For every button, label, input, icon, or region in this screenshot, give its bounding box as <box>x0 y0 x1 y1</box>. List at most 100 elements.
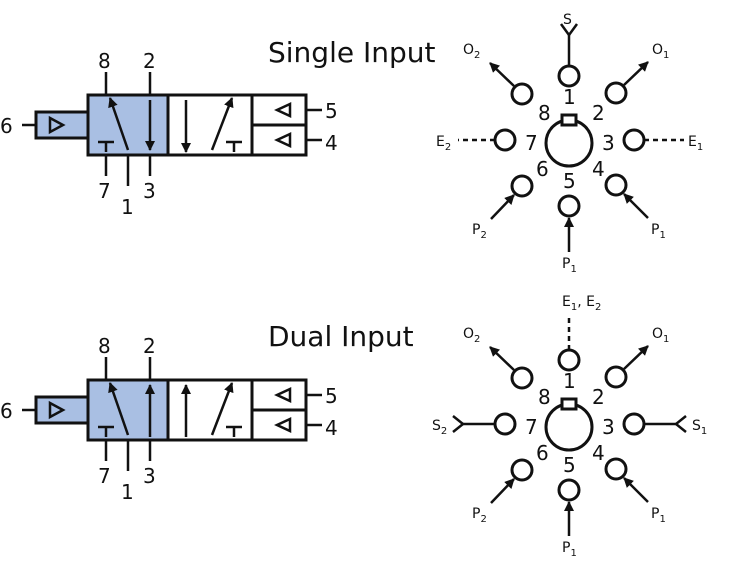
single-rotary-ports: 1 2 3 4 5 6 7 8 S O1 O2 E1 E2 P1 P2 P1 <box>436 12 703 275</box>
dual-label-p1-sub: 1 <box>659 514 665 525</box>
single-label-p1-main: P <box>651 222 659 238</box>
dual-label-p2: P2 <box>472 506 487 525</box>
dual-rot-label-4: 4 <box>592 441 605 465</box>
dual-label-e1-main: E <box>562 294 571 310</box>
dual-port-3-circle <box>622 412 646 436</box>
single-valve-middle-cell <box>166 93 254 157</box>
dual-port-8-circle <box>510 366 534 390</box>
single-spring-triangle-lower-icon <box>274 132 292 148</box>
dual-input-title: Dual Input <box>268 320 414 353</box>
single-port-4-circle <box>604 173 628 197</box>
single-rot-label-7: 7 <box>525 131 538 155</box>
dual-port-1-circle <box>557 348 581 372</box>
single-label-p1b-sub: 1 <box>570 264 576 275</box>
dual-label-e2-main: E <box>586 294 595 310</box>
single-label-o1-sub: 1 <box>663 50 669 61</box>
dual-s2-fork-icon <box>452 415 466 433</box>
single-port-3-label: 3 <box>143 179 156 203</box>
dual-port-4-circle <box>604 457 628 481</box>
dual-label-o1-main: O <box>652 326 663 342</box>
dual-port-2-circle <box>604 365 628 389</box>
single-label-p1-sub: 1 <box>659 230 665 241</box>
dual-label-e1-sub: 1 <box>571 302 577 313</box>
dual-rot-label-8: 8 <box>538 385 551 409</box>
single-label-e2-sub: 2 <box>445 142 451 153</box>
single-label-p1b: P1 <box>562 256 577 275</box>
single-input-title: Single Input <box>268 36 436 69</box>
single-rot-label-8: 8 <box>538 101 551 125</box>
single-label-o1: O1 <box>652 42 669 61</box>
single-port-2-circle <box>604 81 628 105</box>
single-label-o2-sub: 2 <box>474 50 480 61</box>
dual-mid-arrow-diag <box>210 382 234 436</box>
dual-label-s1: S1 <box>692 418 707 437</box>
single-rot-label-4: 4 <box>592 157 605 181</box>
dual-port-3-label: 3 <box>143 464 156 488</box>
dual-valve-middle-cell <box>166 378 254 442</box>
single-valve-symbol: 6 5 4 8 2 <box>0 49 338 219</box>
dual-p1-arrow <box>623 477 649 503</box>
dual-rot-label-1: 1 <box>563 369 576 393</box>
dual-flow-arrow-1-8 <box>108 382 130 436</box>
dual-rotor-key <box>560 397 578 411</box>
dual-rot-label-7: 7 <box>525 415 538 439</box>
single-actuator-triangle-icon <box>48 115 66 135</box>
single-mid-arrow-diag <box>210 97 234 151</box>
single-label-s-main: S <box>563 12 572 28</box>
dual-input-section: Dual Input 6 5 4 <box>0 294 707 559</box>
single-o2-arrow <box>489 62 515 87</box>
single-label-o2: O2 <box>463 42 480 61</box>
dual-label-p1b-sub: 1 <box>570 548 576 559</box>
dual-port-5-label: 5 <box>325 384 338 408</box>
dual-label-o2-main: O <box>463 326 474 342</box>
dual-label-p2-sub: 2 <box>480 514 486 525</box>
dual-label-o2-sub: 2 <box>474 334 480 345</box>
single-label-p2-sub: 2 <box>480 230 486 241</box>
dual-actuator-triangle-icon <box>48 400 66 420</box>
dual-spring-triangle-lower-icon <box>274 417 292 433</box>
single-spring-triangle-upper-icon <box>274 102 292 118</box>
dual-label-p2-main: P <box>472 506 480 522</box>
single-p1-arrow <box>623 193 649 219</box>
dual-rot-label-5: 5 <box>563 453 576 477</box>
dual-label-p1: P1 <box>651 506 666 525</box>
single-port-7-label: 7 <box>98 179 111 203</box>
single-label-e2-main: E <box>436 134 445 150</box>
single-port-2-label: 2 <box>143 49 156 73</box>
single-port-1-label: 1 <box>121 195 134 219</box>
single-center-rotor <box>544 118 594 168</box>
single-valve-active-cell <box>86 93 170 157</box>
dual-label-e-sep: , <box>577 294 586 310</box>
single-label-s: S <box>563 12 572 28</box>
dual-label-s2: S2 <box>432 418 447 437</box>
dual-label-o1: O1 <box>652 326 669 345</box>
dual-rot-label-2: 2 <box>592 385 605 409</box>
dual-label-o2: O2 <box>463 326 480 345</box>
dual-label-s2-sub: 2 <box>441 426 447 437</box>
dual-p2-arrow <box>490 478 515 504</box>
single-port-6-label: 6 <box>0 114 13 138</box>
single-label-p2: P2 <box>472 222 487 241</box>
dual-port-2-label: 2 <box>143 334 156 358</box>
dual-port-6-circle <box>510 458 534 482</box>
single-port-3-circle <box>622 128 646 152</box>
single-supply-fork-icon <box>559 23 579 38</box>
single-label-o2-main: O <box>463 42 474 58</box>
dual-o1-arrow <box>623 345 649 370</box>
single-label-p1b-main: P <box>562 256 570 272</box>
dual-label-e: E1, E2 <box>562 294 601 313</box>
single-rot-label-6: 6 <box>536 157 549 181</box>
dual-port-8-label: 8 <box>98 334 111 358</box>
single-input-section: Single Input 6 5 4 <box>0 12 703 275</box>
dual-o2-arrow <box>489 346 515 371</box>
dual-rot-label-3: 3 <box>602 415 615 439</box>
dual-port-6-label: 6 <box>0 399 13 423</box>
dual-valve-symbol: 6 5 4 8 2 7 1 <box>0 334 338 504</box>
dual-port-4-label: 4 <box>325 416 338 440</box>
single-port-7-circle <box>493 128 517 152</box>
dual-label-o1-sub: 1 <box>663 334 669 345</box>
dual-label-p1b: P1 <box>562 540 577 559</box>
dual-label-s1-main: S <box>692 418 701 434</box>
single-rot-label-1: 1 <box>563 85 576 109</box>
